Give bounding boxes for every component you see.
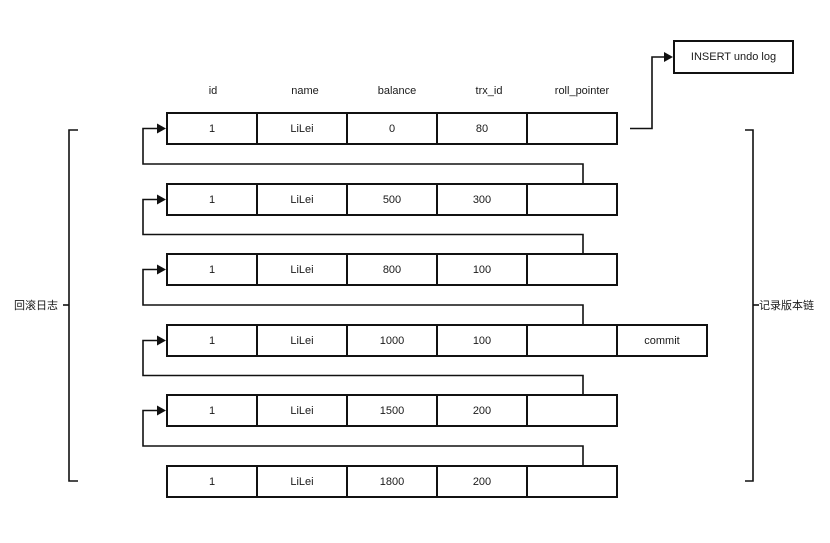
cell-roll-pointer (526, 183, 618, 216)
roll-pointer-connector (142, 268, 584, 324)
left-brace (68, 129, 78, 482)
cell-id: 1 (166, 324, 258, 357)
roll-pointer-connector (142, 198, 584, 253)
cell-trx-id: 200 (436, 394, 528, 427)
cell-name: LiLei (256, 253, 348, 286)
cell-trx-id: 100 (436, 324, 528, 357)
version-row: 1 LiLei 500 300 (166, 183, 618, 216)
header-trx-id: trx_id (475, 85, 503, 97)
cell-name: LiLei (256, 465, 348, 498)
cell-balance: 1800 (346, 465, 438, 498)
arrow-head-icon (157, 264, 166, 275)
header-balance: balance (377, 85, 417, 97)
cell-balance: 0 (346, 112, 438, 145)
cell-balance: 500 (346, 183, 438, 216)
cell-id: 1 (166, 183, 258, 216)
version-row: 1 LiLei 800 100 (166, 253, 618, 286)
header-roll-pointer: roll_pointer (554, 85, 610, 97)
arrow-head-icon (157, 335, 166, 346)
cell-roll-pointer (526, 253, 618, 286)
version-row: 1 LiLei 1800 200 (166, 465, 618, 498)
cell-balance: 1500 (346, 394, 438, 427)
cell-name: LiLei (256, 112, 348, 145)
cell-roll-pointer (526, 324, 618, 357)
undo-log-label: 回滚日志 (14, 300, 58, 312)
roll-pointer-connector (142, 127, 584, 183)
cell-balance: 800 (346, 253, 438, 286)
version-row: 1 LiLei 1500 200 (166, 394, 618, 427)
cell-trx-id: 100 (436, 253, 528, 286)
arrow-head-icon (157, 405, 166, 416)
insert-undo-log-box: INSERT undo log (673, 40, 794, 74)
version-row: 1 LiLei 1000 100 commit (166, 324, 708, 357)
right-brace (745, 129, 754, 482)
cell-id: 1 (166, 253, 258, 286)
version-row: 1 LiLei 0 80 (166, 112, 618, 145)
commit-cell: commit (616, 324, 708, 357)
cell-balance: 1000 (346, 324, 438, 357)
cell-trx-id: 300 (436, 183, 528, 216)
roll-pointer-connector (142, 339, 584, 394)
cell-name: LiLei (256, 324, 348, 357)
arrow-head-icon (157, 123, 166, 134)
roll-pointer-connector (142, 409, 584, 465)
cell-name: LiLei (256, 183, 348, 216)
version-chain-label: 记录版本链 (759, 300, 814, 312)
cell-roll-pointer (526, 465, 618, 498)
cell-trx-id: 80 (436, 112, 528, 145)
cell-roll-pointer (526, 112, 618, 145)
cell-roll-pointer (526, 394, 618, 427)
cell-trx-id: 200 (436, 465, 528, 498)
cell-id: 1 (166, 465, 258, 498)
insert-undo-log-connector (630, 56, 664, 130)
cell-id: 1 (166, 394, 258, 427)
cell-id: 1 (166, 112, 258, 145)
arrow-head-icon (664, 52, 673, 62)
cell-name: LiLei (256, 394, 348, 427)
header-name: name (291, 85, 319, 97)
header-id: id (208, 85, 218, 97)
arrow-head-icon (157, 194, 166, 205)
